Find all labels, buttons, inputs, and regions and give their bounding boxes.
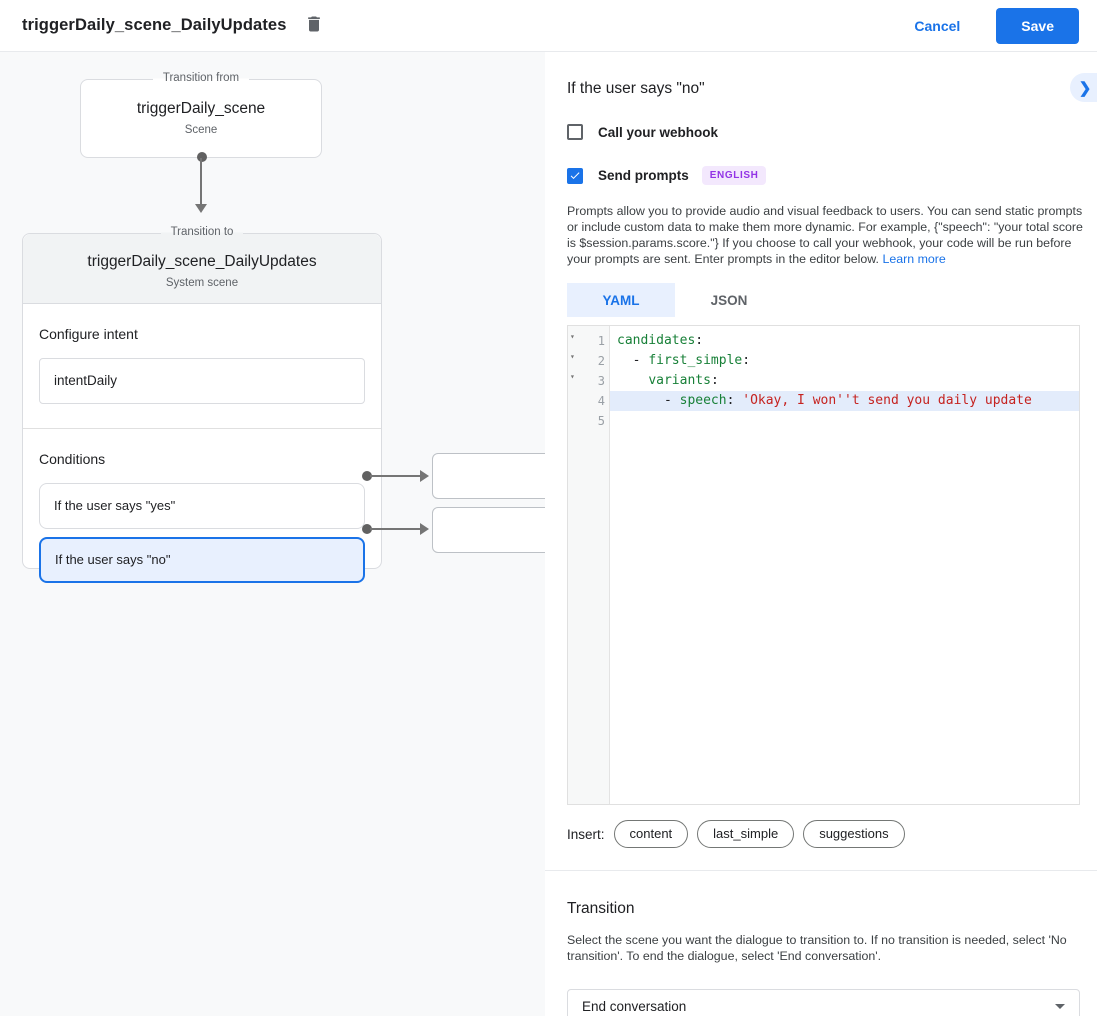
insert-chip-suggestions[interactable]: suggestions bbox=[803, 820, 905, 848]
flow-arrowhead-icon bbox=[420, 523, 429, 535]
cancel-button[interactable]: Cancel bbox=[914, 17, 961, 34]
gutter-row: ▾2 bbox=[568, 351, 609, 371]
condition-item-no[interactable]: If the user says "no" bbox=[39, 537, 365, 583]
scene-diagram-canvas: Transition from triggerDaily_scene Scene… bbox=[0, 52, 545, 1016]
send-prompts-checkbox-label: Send prompts bbox=[598, 168, 689, 183]
webhook-checkbox-row[interactable]: Call your webhook bbox=[567, 124, 1083, 140]
condition-details-panel: ❯ If the user says "no" Call your webhoo… bbox=[545, 52, 1097, 1016]
webhook-checkbox[interactable] bbox=[567, 124, 583, 140]
save-button[interactable]: Save bbox=[996, 7, 1079, 44]
fold-arrow-icon[interactable]: ▾ bbox=[570, 372, 575, 381]
code-line[interactable]: variants: bbox=[610, 371, 1079, 391]
line-number: 3 bbox=[597, 374, 605, 388]
fold-arrow-icon[interactable]: ▾ bbox=[570, 332, 575, 341]
transition-from-card[interactable]: Transition from triggerDaily_scene Scene bbox=[80, 72, 322, 162]
check-icon bbox=[570, 172, 580, 179]
flow-arrowhead-icon bbox=[195, 204, 207, 213]
insert-label: Insert: bbox=[567, 826, 605, 842]
insert-row: Insert: content last_simple suggestions bbox=[567, 820, 1083, 848]
code-token-key: speech bbox=[679, 393, 727, 408]
code-token-plain: : bbox=[726, 393, 743, 408]
insert-chip-content[interactable]: content bbox=[613, 820, 689, 848]
line-number: 4 bbox=[597, 394, 605, 408]
condition-target-node[interactable] bbox=[432, 453, 545, 499]
transition-description: Select the scene you want the dialogue t… bbox=[567, 933, 1067, 963]
code-line[interactable]: - first_simple: bbox=[610, 351, 1079, 371]
transition-to-card: Transition to triggerDaily_scene_DailyUp… bbox=[22, 226, 382, 583]
connector-dot bbox=[197, 152, 207, 162]
section-divider bbox=[545, 870, 1097, 871]
prompts-description-text: Prompts allow you to provide audio and v… bbox=[567, 204, 1083, 266]
line-number: 1 bbox=[597, 334, 605, 348]
to-scene-subtitle: System scene bbox=[165, 277, 239, 289]
transition-from-legend: Transition from bbox=[81, 72, 321, 84]
tab-yaml[interactable]: YAML bbox=[567, 283, 675, 317]
chevron-right-icon: ❯ bbox=[1078, 79, 1092, 97]
transition-select-value: End conversation bbox=[582, 998, 687, 1014]
condition-item-yes[interactable]: If the user says "yes" bbox=[39, 483, 365, 529]
flow-arrow-line bbox=[370, 475, 420, 477]
code-token-key: variants bbox=[648, 373, 711, 388]
flow-arrowhead-icon bbox=[420, 470, 429, 482]
language-badge: ENGLISH bbox=[701, 166, 767, 185]
card-divider bbox=[23, 428, 381, 429]
condition-target-node[interactable] bbox=[432, 507, 545, 553]
gutter-row: ▾3 bbox=[568, 371, 609, 391]
transition-heading: Transition bbox=[567, 900, 635, 917]
gutter-row: 5 bbox=[568, 411, 609, 431]
to-scene-header[interactable]: triggerDaily_scene_DailyUpdates System s… bbox=[23, 234, 381, 304]
line-number: 2 bbox=[597, 354, 605, 368]
flow-arrow-line bbox=[200, 158, 202, 204]
connector-dot bbox=[362, 471, 372, 481]
code-token-string: 'Okay, I won''t send you daily update bbox=[742, 393, 1032, 408]
dropdown-arrow-icon bbox=[1055, 1003, 1065, 1009]
conditions-label: Conditions bbox=[39, 451, 106, 467]
code-line[interactable] bbox=[610, 411, 1079, 431]
gutter-row: 4 bbox=[568, 391, 609, 411]
collapse-panel-button[interactable]: ❯ bbox=[1070, 73, 1097, 102]
code-line[interactable]: candidates: bbox=[610, 331, 1079, 351]
connector-dot bbox=[362, 524, 372, 534]
code-line[interactable]: - speech: 'Okay, I won''t send you daily… bbox=[610, 391, 1079, 411]
from-scene-title: triggerDaily_scene bbox=[136, 100, 266, 117]
configure-intent-label: Configure intent bbox=[39, 326, 138, 342]
code-token-plain: : bbox=[710, 373, 719, 388]
flow-arrow-line bbox=[370, 528, 420, 530]
code-token-plain: - bbox=[617, 353, 649, 368]
gutter-row: ▾1 bbox=[568, 331, 609, 351]
editor-format-tabs: YAML JSON bbox=[567, 283, 1083, 317]
code-token-plain: : bbox=[742, 353, 751, 368]
send-prompts-checkbox-row[interactable]: Send prompts ENGLISH bbox=[567, 166, 1083, 185]
line-number: 5 bbox=[597, 414, 605, 428]
code-token-plain bbox=[617, 373, 648, 388]
insert-chip-last_simple[interactable]: last_simple bbox=[697, 820, 795, 848]
transition-to-legend: Transition to bbox=[23, 226, 381, 238]
code-token-plain: : bbox=[695, 333, 704, 348]
code-token-plain: - bbox=[617, 393, 680, 408]
prompts-description: Prompts allow you to provide audio and v… bbox=[567, 203, 1083, 267]
insert-chips: content last_simple suggestions bbox=[613, 820, 914, 848]
fold-arrow-icon[interactable]: ▾ bbox=[570, 352, 575, 361]
to-scene-title: triggerDaily_scene_DailyUpdates bbox=[87, 253, 317, 270]
trash-icon bbox=[304, 16, 324, 37]
transition-select[interactable]: End conversation bbox=[567, 989, 1080, 1016]
learn-more-link[interactable]: Learn more bbox=[882, 252, 946, 266]
webhook-checkbox-label: Call your webhook bbox=[598, 124, 719, 140]
intent-item[interactable]: intentDaily bbox=[39, 358, 365, 404]
page-title: triggerDaily_scene_DailyUpdates bbox=[22, 16, 287, 34]
send-prompts-checkbox[interactable] bbox=[567, 167, 583, 184]
tab-json[interactable]: JSON bbox=[675, 283, 783, 317]
code-token-key: candidates bbox=[617, 333, 696, 348]
delete-scene-button[interactable] bbox=[302, 14, 326, 38]
editor-code-area[interactable]: candidates: - first_simple: variants: - … bbox=[610, 326, 1079, 804]
from-scene-subtitle: Scene bbox=[184, 124, 218, 136]
condition-heading: If the user says "no" bbox=[567, 80, 705, 97]
code-token-key: first_simple bbox=[648, 353, 743, 368]
top-bar: triggerDaily_scene_DailyUpdates Cancel S… bbox=[0, 0, 1097, 52]
